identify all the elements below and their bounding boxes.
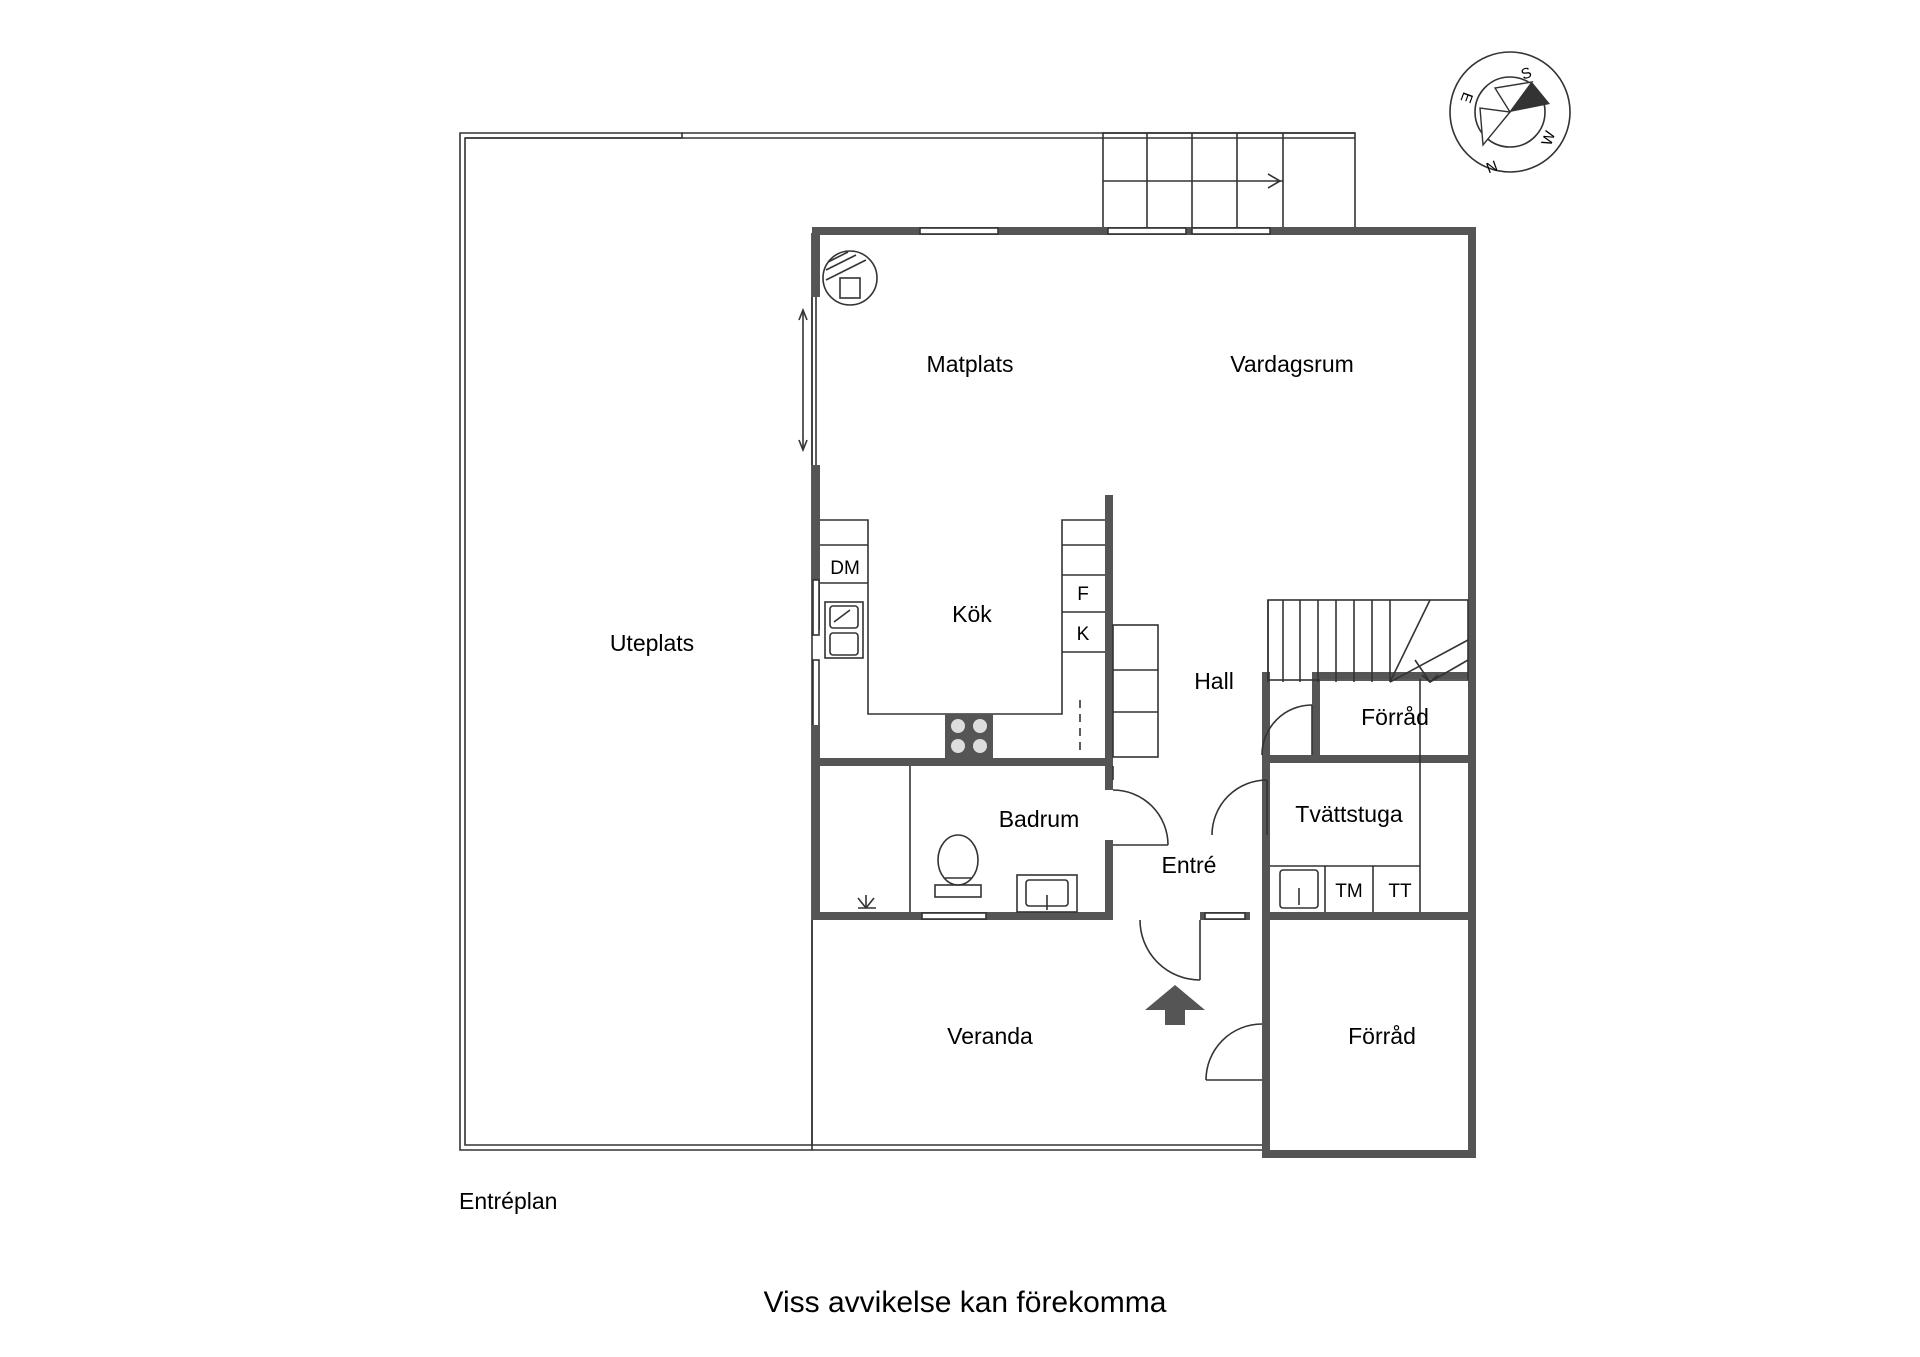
- room-label-forrad-lower: Förråd: [1348, 1023, 1416, 1049]
- door-forrad-lower: [1205, 1023, 1263, 1081]
- entrance-arrow-icon: [1145, 985, 1205, 1025]
- sliding-door-arrow-icon: [798, 297, 817, 465]
- fixture-label-fridge: F: [1077, 584, 1089, 605]
- compass-letter-w: W: [1538, 128, 1559, 148]
- laundry-counter: [1270, 679, 1421, 912]
- fixture-label-washing-machine: TM: [1335, 881, 1362, 902]
- room-label-kok: Kök: [952, 601, 992, 627]
- compass-letter-e: E: [1457, 90, 1476, 105]
- room-label-veranda: Veranda: [947, 1023, 1033, 1049]
- stove-icon: [945, 714, 993, 758]
- fixture-label-dishwasher: DM: [830, 558, 860, 579]
- bathroom-sink-icon: [1016, 874, 1078, 913]
- terrace-outline: [459, 132, 1355, 1151]
- compass-letter-s: S: [1519, 64, 1534, 83]
- room-label-entre: Entré: [1162, 852, 1217, 878]
- door-entre: [1139, 919, 1201, 981]
- room-label-vardagsrum: Vardagsrum: [1230, 351, 1354, 377]
- room-label-matplats: Matplats: [927, 351, 1014, 377]
- shower-icon: [857, 895, 876, 909]
- room-label-uteplats: Uteplats: [610, 630, 694, 656]
- compass-rose-icon: [1449, 51, 1571, 173]
- door-forrad-upper: [1261, 704, 1313, 756]
- room-label-tvattstuga: Tvättstuga: [1295, 801, 1403, 827]
- hall-wardrobe: [1112, 624, 1159, 758]
- door-tvattstuga: [1211, 779, 1268, 836]
- room-label-forrad-upper: Förråd: [1361, 704, 1429, 730]
- room-label-hall: Hall: [1194, 668, 1234, 694]
- laundry-sink-icon: [1279, 869, 1319, 909]
- interior-stairs: [1267, 599, 1469, 684]
- toilet-icon: [934, 834, 982, 898]
- kitchen-sink-icon: [824, 601, 864, 659]
- exterior-stairs: [1102, 132, 1356, 231]
- fixture-label-tumble-dryer: TT: [1388, 881, 1412, 902]
- fixture-label-freezer: K: [1077, 624, 1090, 645]
- disclaimer-text: Viss avvikelse kan förekomma: [764, 1286, 1167, 1319]
- door-badrum: [1112, 789, 1169, 846]
- room-label-badrum: Badrum: [999, 806, 1080, 832]
- fireplace-icon: [822, 250, 878, 306]
- compass-letter-n: N: [1484, 156, 1500, 176]
- bathroom-partition: [909, 766, 1114, 912]
- walls: [812, 227, 1476, 1158]
- floor-label: Entréplan: [459, 1188, 557, 1214]
